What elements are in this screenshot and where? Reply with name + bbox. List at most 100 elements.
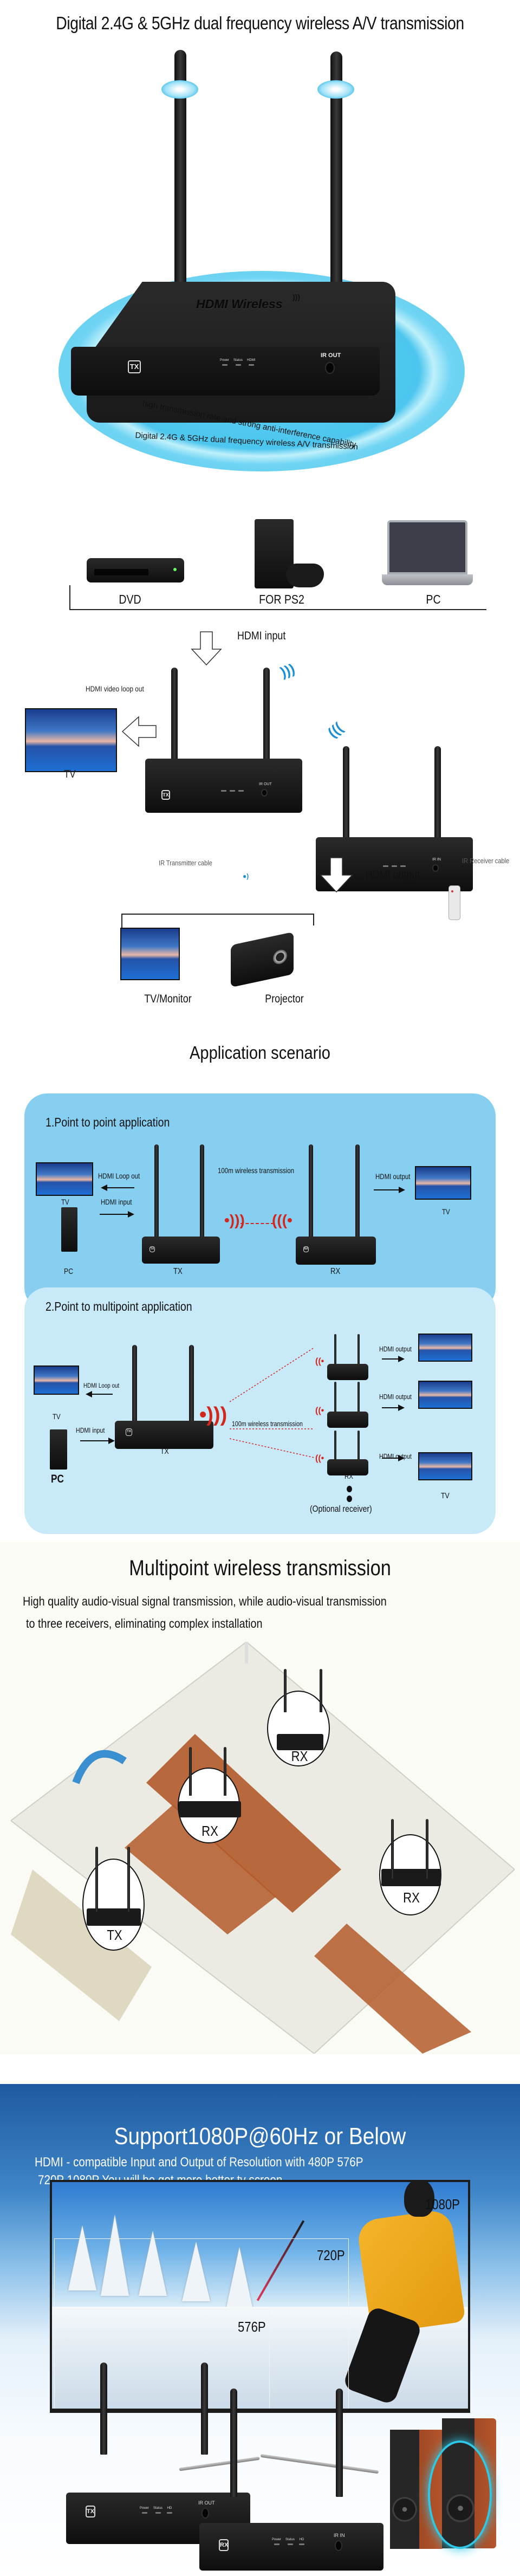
p2mp-panel (24, 1287, 496, 1534)
link-rx-3 (229, 1438, 315, 1458)
laptop-icon (387, 520, 467, 574)
p2mp-tv-2-icon (418, 1381, 472, 1409)
multipoint-desc-line2: to three receivers, eliminating complex … (26, 1616, 263, 1630)
tx-antenna-left (171, 668, 178, 764)
p2mp-optional-label: (Optional receiver) (310, 1504, 372, 1514)
led-icon (235, 364, 241, 366)
box-576p (54, 2309, 270, 2409)
p2mp-tv-left-label: TV (53, 1412, 61, 1421)
p2p-rx-antenna-right (355, 1144, 360, 1242)
more-dot-1 (347, 1486, 352, 1492)
led-indicators: Power Status HDMI (220, 359, 255, 366)
rx-leds (383, 865, 406, 867)
ir-in-jack (335, 2540, 342, 2551)
p2mp-tv-right-label: TV (441, 1491, 450, 1500)
house-floorplan-illustration (11, 1642, 515, 2054)
p2mp-tv-3-icon (418, 1452, 472, 1480)
bubble-tx-antenna (95, 1847, 98, 1912)
p2mp-output-label-1: HDMI output (379, 1345, 412, 1353)
p2p-rx-device: RX (296, 1237, 376, 1265)
laptop-base (382, 574, 473, 585)
p2mp-output-label-2: HDMI output (379, 1393, 412, 1401)
p2p-loop-out-arrow-icon (101, 1185, 134, 1191)
p2mp-tv-left-icon (34, 1365, 79, 1395)
led-icon (287, 2543, 293, 2545)
loop-tv-label: TV (64, 768, 76, 780)
p2mp-output-label-3: HDMI output (379, 1452, 412, 1460)
res-tx-leds: Power Status HD (140, 2507, 173, 2514)
snow-tree (101, 2215, 129, 2296)
p2p-loop-out-label: HDMI Loop out (98, 1172, 140, 1180)
bubble-rx1-antenna (320, 1669, 322, 1712)
bubble-rx2-antenna (224, 1747, 226, 1796)
p2p-output-label: HDMI output (375, 1172, 411, 1181)
led-icon (230, 790, 235, 792)
p2p-wireless-link (240, 1223, 274, 1224)
p2p-tv-left-label: TV (61, 1198, 69, 1206)
p2p-input-arrow-icon (100, 1211, 134, 1218)
tv-screen-frame: 1080P 720P 576P (50, 2180, 470, 2413)
p2mp-wireless-label: 100m wireless transmission (232, 1420, 303, 1428)
tx-port-label: IR OUT (259, 782, 272, 786)
rx1-antenna-right (358, 1334, 360, 1368)
p2p-wireless-label: 100m wireless transmission (218, 1166, 295, 1175)
p2p-tv-left-icon (36, 1162, 93, 1196)
snow-tree (139, 2231, 167, 2296)
rx-device-1 (327, 1364, 368, 1380)
p2p-panel (24, 1093, 496, 1310)
loop-tv-icon (25, 708, 117, 772)
led-icon (400, 865, 406, 867)
p2mp-tx-antenna-right (189, 1345, 194, 1442)
rx3-antenna-right (358, 1431, 360, 1464)
blue-arch (72, 1750, 127, 1784)
antenna-left (174, 50, 186, 288)
p2mp-tx-tag: TX (126, 1428, 132, 1436)
led-icon (299, 2543, 305, 2545)
bubble-rx3-antenna (391, 1819, 394, 1879)
res-rx-port-label: IR IN (334, 2533, 345, 2538)
led-icon (222, 364, 227, 366)
p2p-tx-antenna-right (200, 1144, 204, 1242)
p2p-signal-out-icon: •))) (224, 1212, 245, 1228)
p2p-rx-antenna-left (309, 1144, 313, 1242)
rx1-antenna-left (334, 1334, 336, 1368)
multipoint-title: Multipoint wireless transmission (129, 1556, 391, 1580)
bubble-tx-antenna (127, 1847, 130, 1912)
p2p-signal-in-icon: (((• (272, 1212, 292, 1228)
res-rx-leds: Power Status HD (272, 2538, 305, 2545)
led-icon (248, 364, 254, 366)
p2p-rx-tag: RX (303, 1246, 309, 1252)
led-status: Status (233, 359, 243, 366)
led-icon (221, 790, 226, 792)
antenna-signal-ring-right (317, 80, 354, 99)
tx-tag: TX (161, 790, 170, 800)
p2p-pc-label: PC (64, 1267, 74, 1276)
dvd-player-icon (87, 558, 184, 582)
hdmi-input-arrow-icon (191, 631, 222, 666)
loop-out-arrow-icon (121, 716, 157, 747)
rx-antenna-left (343, 746, 349, 841)
bracket-bottom (69, 609, 486, 610)
p2p-tv-right-label: TV (442, 1207, 450, 1216)
application-title: Application scenario (190, 1043, 330, 1063)
living-room-floor (11, 1869, 152, 2021)
rx-device-2 (327, 1412, 368, 1428)
tx-leds (221, 790, 244, 792)
p2p-output-arrow-icon (374, 1187, 405, 1193)
p2mp-signal-out-icon: •))) (199, 1403, 227, 1426)
p2p-input-label: HDMI input (101, 1198, 132, 1206)
tx-antenna-right (263, 668, 270, 764)
res-tx-tag: TX (86, 2506, 95, 2517)
p2mp-pc-label: PC (51, 1473, 64, 1485)
led-icon (141, 2512, 147, 2514)
rx-port-label: IR IN (432, 858, 441, 862)
label-720p: 720P (317, 2247, 345, 2263)
output-bracket-right (313, 914, 314, 925)
ir-in-jack (432, 864, 439, 872)
bubble-rx-2: RX (178, 1768, 241, 1843)
p2mp-rx-label: RX (344, 1472, 353, 1480)
res-rx-antenna-left (230, 2389, 237, 2497)
hero-title: Digital 2.4G & 5GHz dual frequency wirel… (56, 13, 464, 33)
tx-device-icon (87, 1908, 141, 1926)
hdmi-output-label: HDMI output (366, 869, 420, 881)
